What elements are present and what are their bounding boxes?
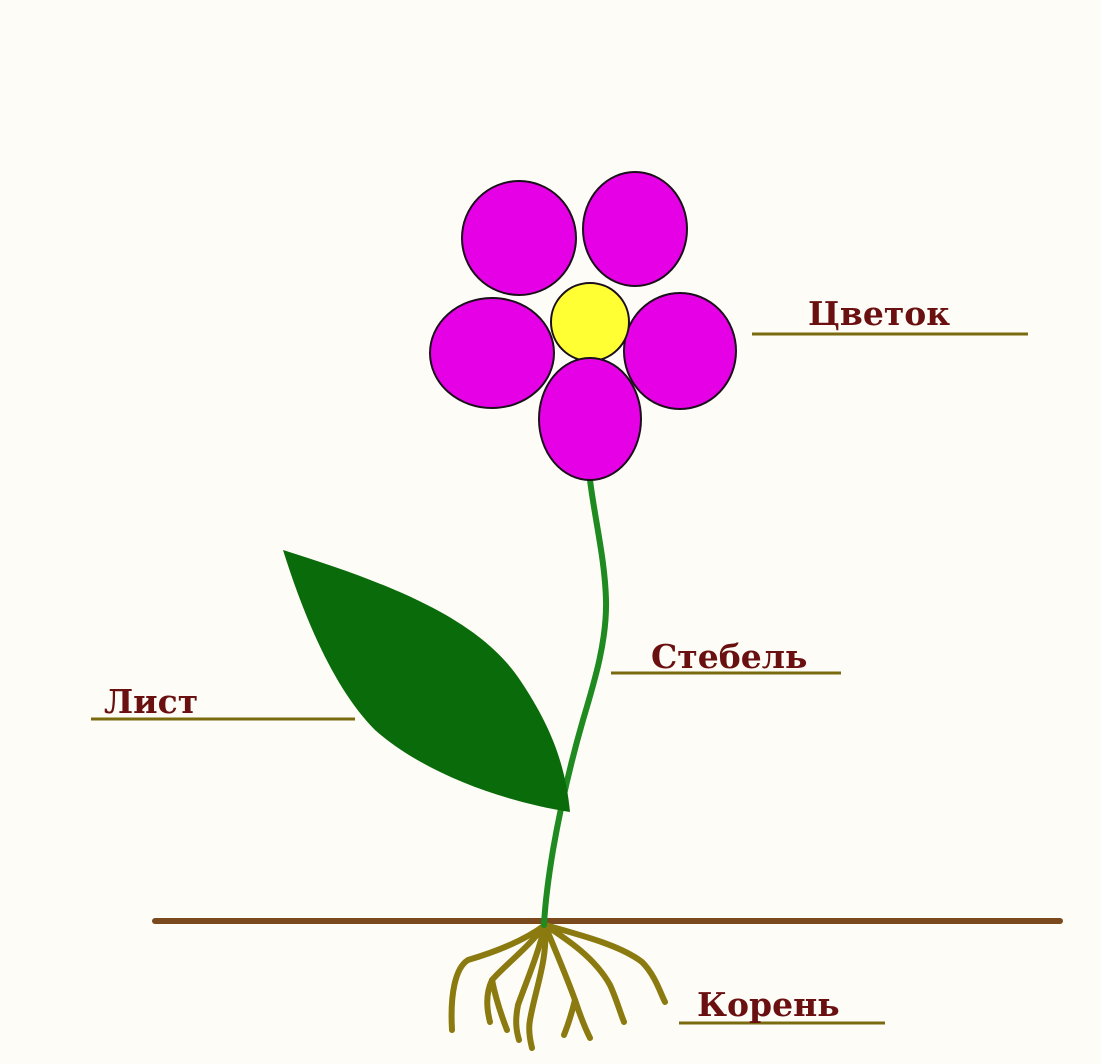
- flower-center: [551, 283, 629, 361]
- petal: [430, 298, 554, 408]
- petal: [624, 293, 736, 409]
- petal: [462, 181, 576, 295]
- stem-label: Стебель: [651, 640, 807, 673]
- leaf-label: Лист: [104, 685, 198, 718]
- root-label: Корень: [697, 988, 840, 1021]
- leaf: [283, 550, 570, 812]
- root-branch: [492, 980, 507, 1030]
- flower-label: Цветок: [808, 297, 950, 330]
- stem: [544, 480, 606, 925]
- petal: [539, 358, 641, 480]
- roots: [452, 925, 665, 1048]
- petal: [583, 172, 687, 286]
- flower: [430, 172, 736, 480]
- root-branch: [564, 1000, 575, 1035]
